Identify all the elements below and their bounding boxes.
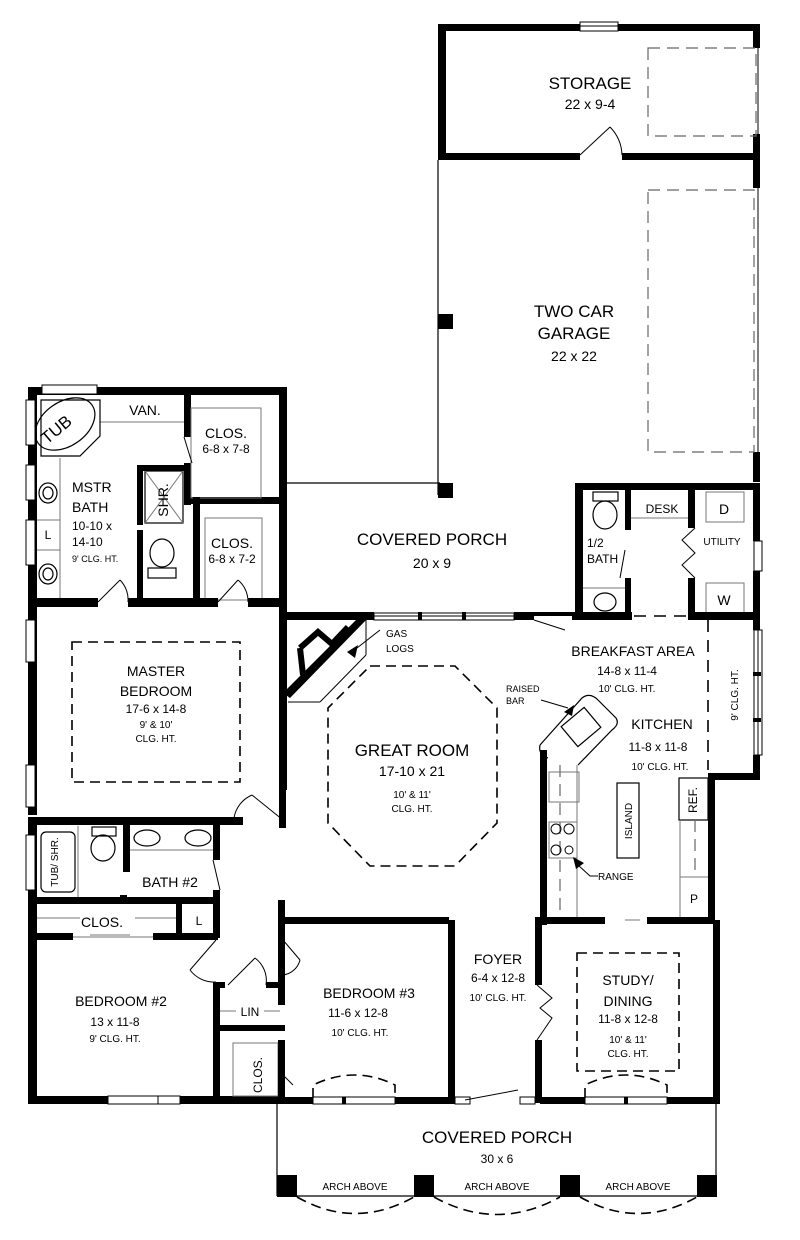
hall-linen-closet [213,900,285,1098]
gas-logs-label-2: LOGS [386,644,414,655]
master-bath-size-1: 10-10 x [72,519,112,533]
garage-size: 22 x 22 [551,348,597,364]
bedroom-3-ceiling: 10' CLG. HT. [332,1028,389,1039]
garage [437,158,760,498]
master-bath-label-1: MSTR [72,479,112,495]
hall-linen-label: LIN [241,1005,260,1019]
storage-label: STORAGE [549,74,632,93]
front-porch-size: 30 x 6 [481,1152,514,1166]
washer-label: W [717,592,731,608]
study-dining-size: 11-8 x 12-8 [598,1012,658,1026]
arch-above-label-1: ARCH ABOVE [322,1182,387,1193]
study-dining-ceiling-2: CLG. HT. [607,1049,648,1060]
garage-label-2: GARAGE [538,324,611,343]
bedroom-3 [282,920,455,1105]
bedroom-3-label: BEDROOM #3 [323,985,415,1001]
master-bath-size-2: 14-10 [72,535,103,549]
foyer-size: 6-4 x 12-8 [471,971,525,985]
study-dining-label-1: STUDY/ [602,972,653,988]
rear-porch-label: COVERED PORCH [357,530,507,549]
garage-label-1: TWO CAR [534,302,614,321]
front-porch-label: COVERED PORCH [422,1128,572,1147]
bath-2 [25,817,221,939]
pantry-label: P [690,892,698,906]
raised-bar-label-2: BAR [506,696,525,706]
hall-closet-label: CLOS. [251,1057,265,1093]
half-bath [572,483,760,620]
master-bedroom-ceiling-1: 9' & 10' [140,720,173,731]
kitchen-label: KITCHEN [631,716,692,732]
breakfast-area-label: BREAKFAST AREA [571,643,695,659]
half-bath-label-2: BATH [587,552,618,566]
half-bath-label-1: 1/2 [587,536,604,550]
bedroom-2-label: BEDROOM #2 [75,993,167,1009]
desk-label: DESK [646,502,679,516]
storage-room [438,21,760,160]
study-dining-label-2: DINING [604,993,653,1009]
kitchen-size: 11-8 x 11-8 [629,740,688,754]
arch-above-label-3: ARCH ABOVE [605,1182,670,1193]
vanity-label: VAN. [129,402,161,418]
study-dining [540,920,720,1105]
breakfast-side-ceiling: 9' CLG. HT. [730,669,741,720]
master-linen-label: L [45,528,52,542]
bedroom-2-closet-label: CLOS. [81,914,123,930]
master-bath-label-2: BATH [72,499,108,515]
refrigerator-label: REF. [686,787,700,813]
utility-room [631,483,763,620]
storage-size: 22 x 9-4 [565,96,616,112]
great-room-size: 17-10 x 21 [379,763,445,779]
front-porch [276,1104,717,1216]
bath-2-linen-label: L [196,914,203,928]
bath-2-label: BATH #2 [142,874,198,890]
raised-bar-label-1: RAISED [506,684,540,694]
foyer [454,917,553,1105]
study-dining-ceiling-1: 10' & 11' [609,1035,647,1046]
master-closet-2-size: 6-8 x 7-2 [208,552,256,566]
foyer-ceiling: 10' CLG. HT. [470,993,527,1004]
arch-above-label-2: ARCH ABOVE [464,1182,529,1193]
breakfast-area-ceiling: 10' CLG. HT. [599,684,656,695]
master-bedroom [25,600,287,825]
bedroom-2 [28,935,285,1105]
dryer-label: D [719,501,729,517]
gas-logs-label-1: GAS [386,629,407,640]
foyer-label: FOYER [474,951,522,967]
master-bath [25,384,287,619]
great-room-label: GREAT ROOM [355,741,470,760]
breakfast-kitchen [532,612,763,925]
master-closet-1-label: CLOS. [205,425,247,441]
master-bedroom-label-2: BEDROOM [120,683,192,699]
master-bedroom-ceiling-2: CLG. HT. [135,734,176,745]
master-closet-1-size: 6-8 x 7-8 [202,442,250,456]
kitchen-ceiling: 10' CLG. HT. [632,762,689,773]
tub-label: TUB [37,412,75,448]
range-label: RANGE [598,872,634,883]
bedroom-2-closet [28,917,218,940]
bedroom-2-size: 13 x 11-8 [90,1015,139,1029]
great-room-ceiling-1: 10' & 11' [393,790,431,801]
rear-porch-size: 20 x 9 [413,555,451,571]
tub-shower-label: TUB/ SHR. [50,837,61,886]
master-bath-ceiling: 9' CLG. HT. [72,554,118,564]
island-label: ISLAND [624,803,635,839]
master-bedroom-label-1: MASTER [127,663,185,679]
bedroom-3-size: 11-6 x 12-8 [328,1006,388,1020]
great-room-ceiling-2: CLG. HT. [391,804,432,815]
great-room [279,612,534,924]
utility-label: UTILITY [703,537,741,548]
bedroom-2-ceiling: 9' CLG. HT. [89,1034,140,1045]
master-bedroom-size: 17-6 x 14-8 [126,702,187,716]
master-closet-2-label: CLOS. [211,535,253,551]
breakfast-area-size: 14-8 x 11-4 [597,664,657,678]
shower-label: SHR. [155,483,171,516]
